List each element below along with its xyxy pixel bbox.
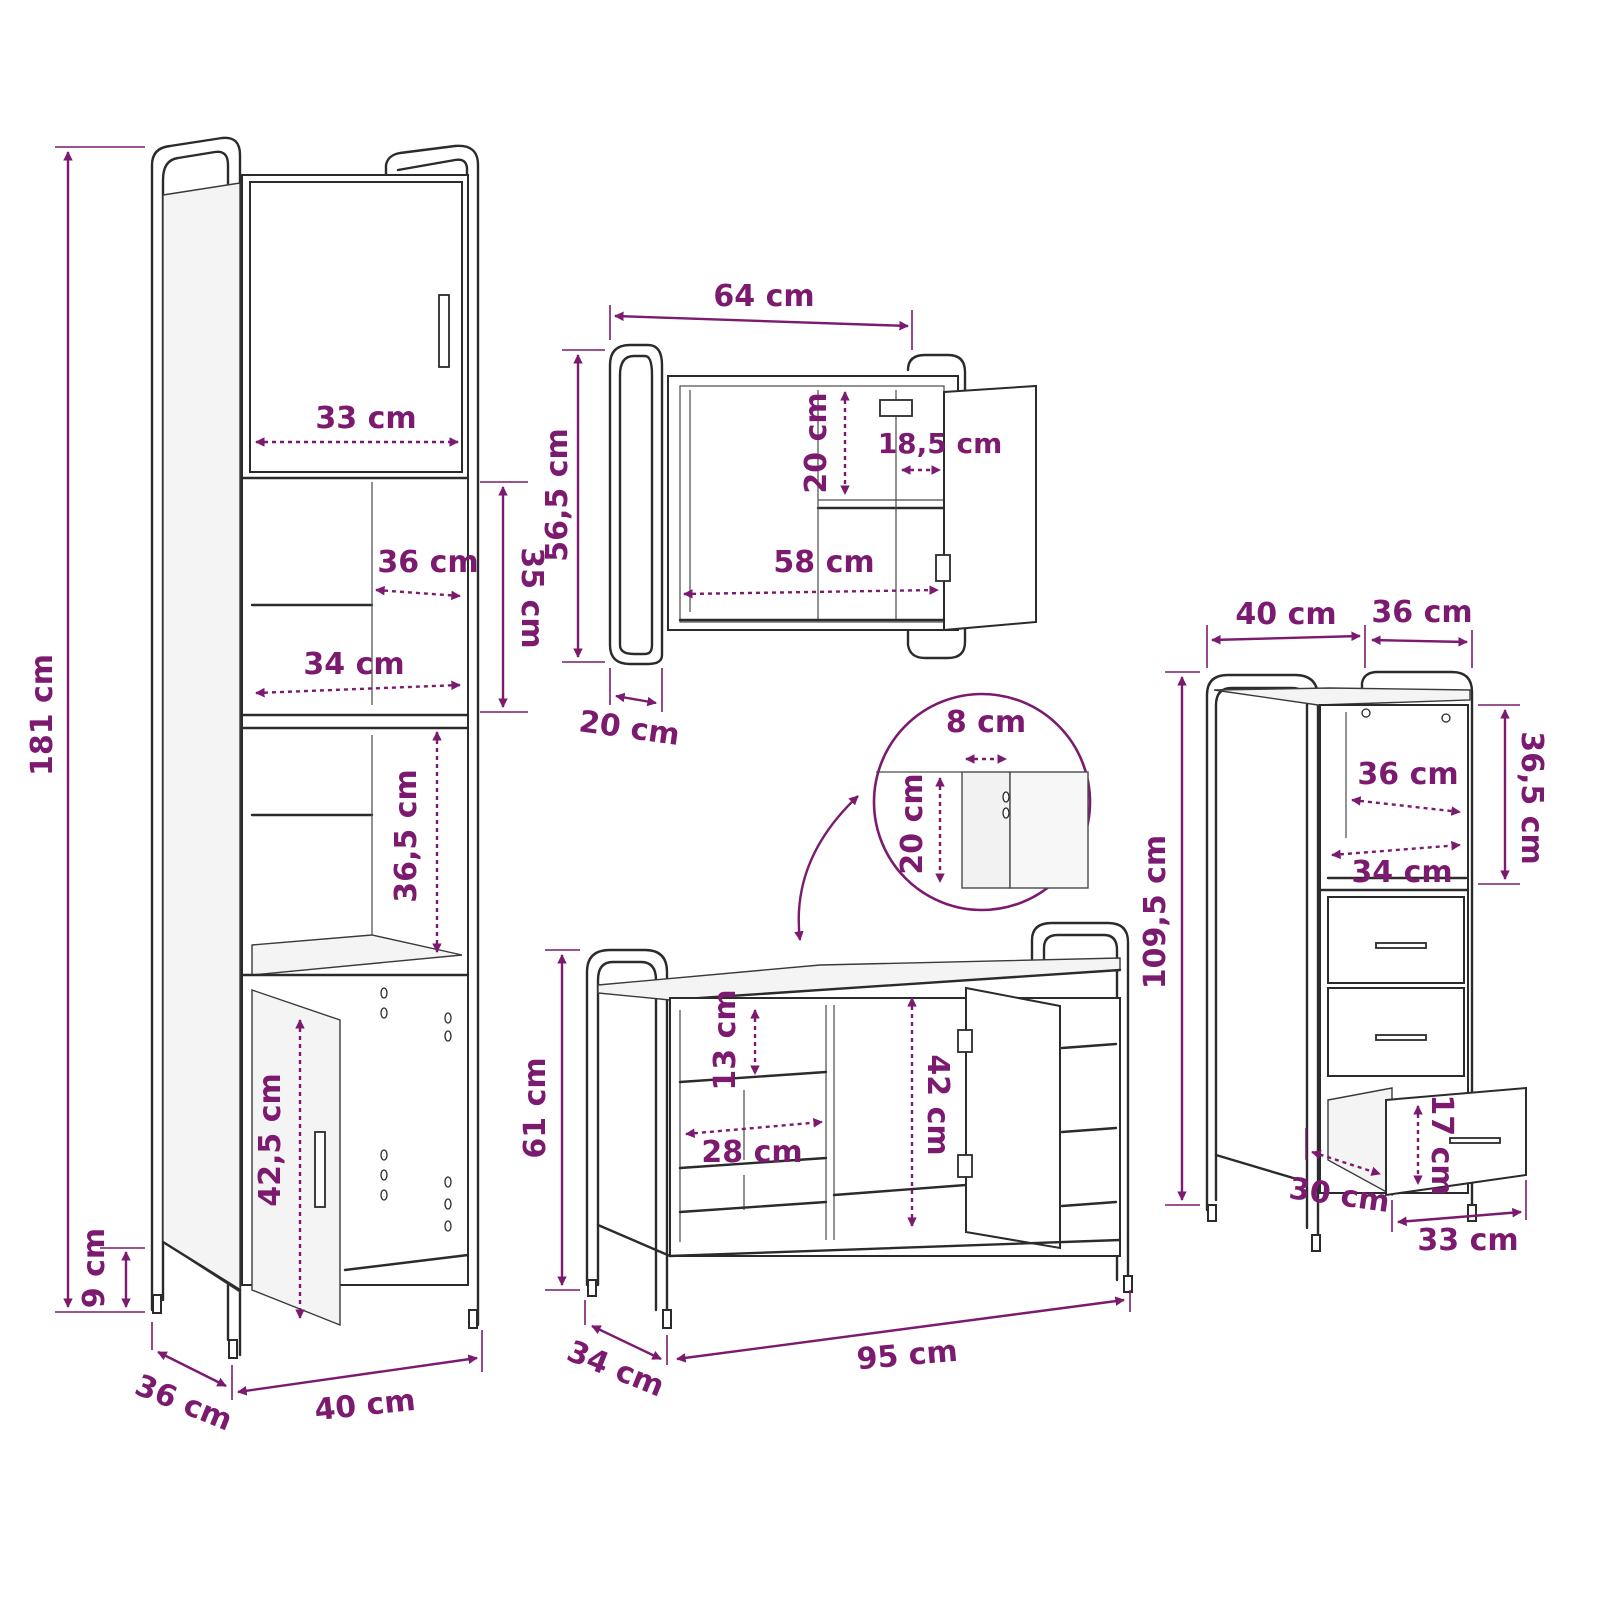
detail-gap-width-label: 8 cm — [946, 705, 1026, 740]
drawer-unit-width-label: 40 cm — [1235, 597, 1336, 632]
tall-width-label: 40 cm — [313, 1383, 417, 1428]
drawer-unit-shelf-depth-label: 36 cm — [1357, 757, 1458, 792]
bench-door-height-label: 42 cm — [920, 1054, 955, 1155]
tall-top-door-width-label: 33 cm — [315, 401, 416, 436]
drawer-width-label: 33 cm — [1417, 1223, 1518, 1258]
wall-shelf-depth-label: 18,5 cm — [878, 427, 1003, 460]
bench-width-label: 95 cm — [855, 1334, 959, 1378]
bench — [585, 921, 1133, 1329]
bench-shelf-height-label: 13 cm — [708, 989, 743, 1090]
detail-callout: 8 cm 20 cm — [794, 692, 1092, 941]
tall-height-label: 181 cm — [25, 654, 60, 776]
wall-depth-label: 20 cm — [577, 704, 682, 753]
tall-compartment-height-label: 35 cm — [514, 547, 549, 648]
drawer-unit-compartment-height-label: 36,5 cm — [1514, 731, 1549, 865]
tall-depth-label: 36 cm — [130, 1368, 237, 1438]
tall-shelf-depth-label: 36 cm — [377, 545, 478, 580]
bench-height-label: 61 cm — [518, 1057, 553, 1158]
drawer-unit-shelf-width-label: 34 cm — [1351, 855, 1452, 890]
tall-shelf-width-label: 34 cm — [303, 647, 404, 682]
drawer-height-label: 17 cm — [1424, 1094, 1459, 1195]
wall-height-label: 56,5 cm — [540, 428, 575, 562]
tall-cabinet-holes — [380, 987, 452, 1232]
wall-inner-height-label: 20 cm — [799, 392, 834, 493]
tall-mid-height-label: 36,5 cm — [389, 769, 424, 903]
drawer-unit-dimensions: 40 cm 36 cm 109,5 cm 36 cm 36,5 cm 34 cm… — [1138, 595, 1549, 1258]
bench-depth-label: 34 cm — [562, 1334, 669, 1404]
wall-cabinet-dimensions: 64 cm 56,5 cm 20 cm 18,5 cm 58 cm 20 cm — [540, 279, 1002, 753]
wall-cabinet — [608, 343, 1037, 666]
tall-leg-label: 9 cm — [77, 1228, 112, 1308]
wall-width-label: 64 cm — [713, 279, 814, 314]
tall-cabinet — [150, 136, 480, 1359]
wall-inner-width-label: 58 cm — [773, 545, 874, 580]
tall-door-height-label: 42,5 cm — [253, 1073, 288, 1207]
drawer-unit-height-label: 109,5 cm — [1138, 835, 1173, 989]
drawer-unit-depth-label: 36 cm — [1371, 595, 1472, 630]
detail-gap-height-label: 20 cm — [895, 773, 930, 874]
bench-shelf-width-label: 28 cm — [701, 1135, 802, 1170]
